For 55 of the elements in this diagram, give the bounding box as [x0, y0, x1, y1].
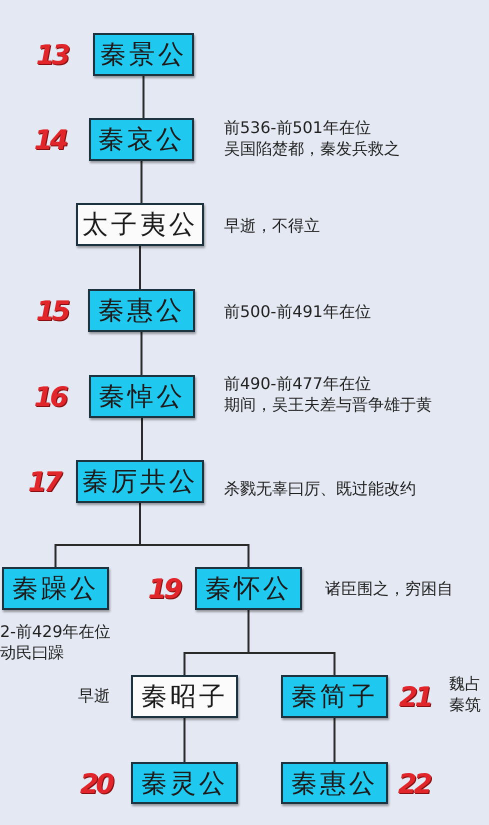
connector-line [142, 76, 144, 118]
note-text: 魏占 [449, 673, 481, 694]
generation-number: 17 [28, 467, 60, 498]
generation-number: 21 [399, 682, 431, 713]
note-text: 期间，吴王夫差与晋争雄于黄 [224, 394, 432, 415]
connector-line [140, 161, 142, 203]
note-text: 秦筑 [449, 694, 481, 715]
note-text: 前500-前491年在位 [224, 301, 371, 322]
connector-line [139, 246, 141, 289]
ruler-box [281, 675, 388, 718]
connector-line [140, 332, 142, 375]
name-text: 秦哀公 [98, 124, 185, 156]
note-text: 早逝 [78, 685, 110, 706]
ruler-box [88, 289, 195, 332]
note-text: 吴国陷楚都，秦发兵救之 [224, 138, 400, 159]
person-box [76, 203, 204, 246]
person-box [131, 675, 238, 718]
name-text: 太子夷公 [82, 209, 198, 241]
name-text: 秦悼公 [98, 381, 186, 413]
note-text: 前490-前477年在位 [224, 373, 371, 394]
name-text: 秦简子 [291, 681, 378, 713]
generation-number: 13 [36, 40, 68, 71]
ruler-box [281, 762, 388, 804]
ruler-box [93, 33, 194, 76]
name-text: 秦怀公 [205, 573, 292, 605]
note-text: 前536-前501年在位 [224, 117, 371, 138]
note-text: 杀戮无辜曰厉、既过能改约 [224, 478, 416, 499]
connector-line [248, 610, 336, 675]
ruler-box [89, 118, 194, 161]
ruler-box [131, 762, 238, 804]
ruler-box [195, 567, 302, 610]
ruler-box [2, 567, 109, 610]
note-text: 早逝，不得立 [224, 215, 320, 236]
name-text: 秦惠公 [291, 768, 378, 800]
generation-number: 20 [80, 769, 112, 800]
generation-number: 14 [34, 125, 66, 156]
note-text: 动民曰躁 [0, 642, 64, 663]
name-text: 秦躁公 [12, 573, 99, 605]
ruler-box [76, 460, 204, 503]
name-text: 秦厉共公 [82, 466, 198, 498]
ruler-box [89, 375, 195, 418]
connector-line [139, 503, 250, 567]
name-text: 秦景公 [100, 39, 187, 71]
generation-number: 22 [398, 769, 430, 800]
connector-line [334, 718, 336, 762]
name-text: 秦灵公 [141, 768, 228, 800]
connector-line [184, 718, 186, 762]
generation-number: 15 [36, 296, 68, 327]
note-text: 诸臣围之，穷困自 [325, 578, 453, 599]
generation-number: 16 [34, 382, 66, 413]
name-text: 秦惠公 [98, 295, 185, 327]
generation-number: 19 [148, 574, 180, 605]
connector-line [141, 418, 143, 460]
note-text: 2-前429年在位 [0, 621, 110, 642]
name-text: 秦昭子 [141, 681, 228, 713]
